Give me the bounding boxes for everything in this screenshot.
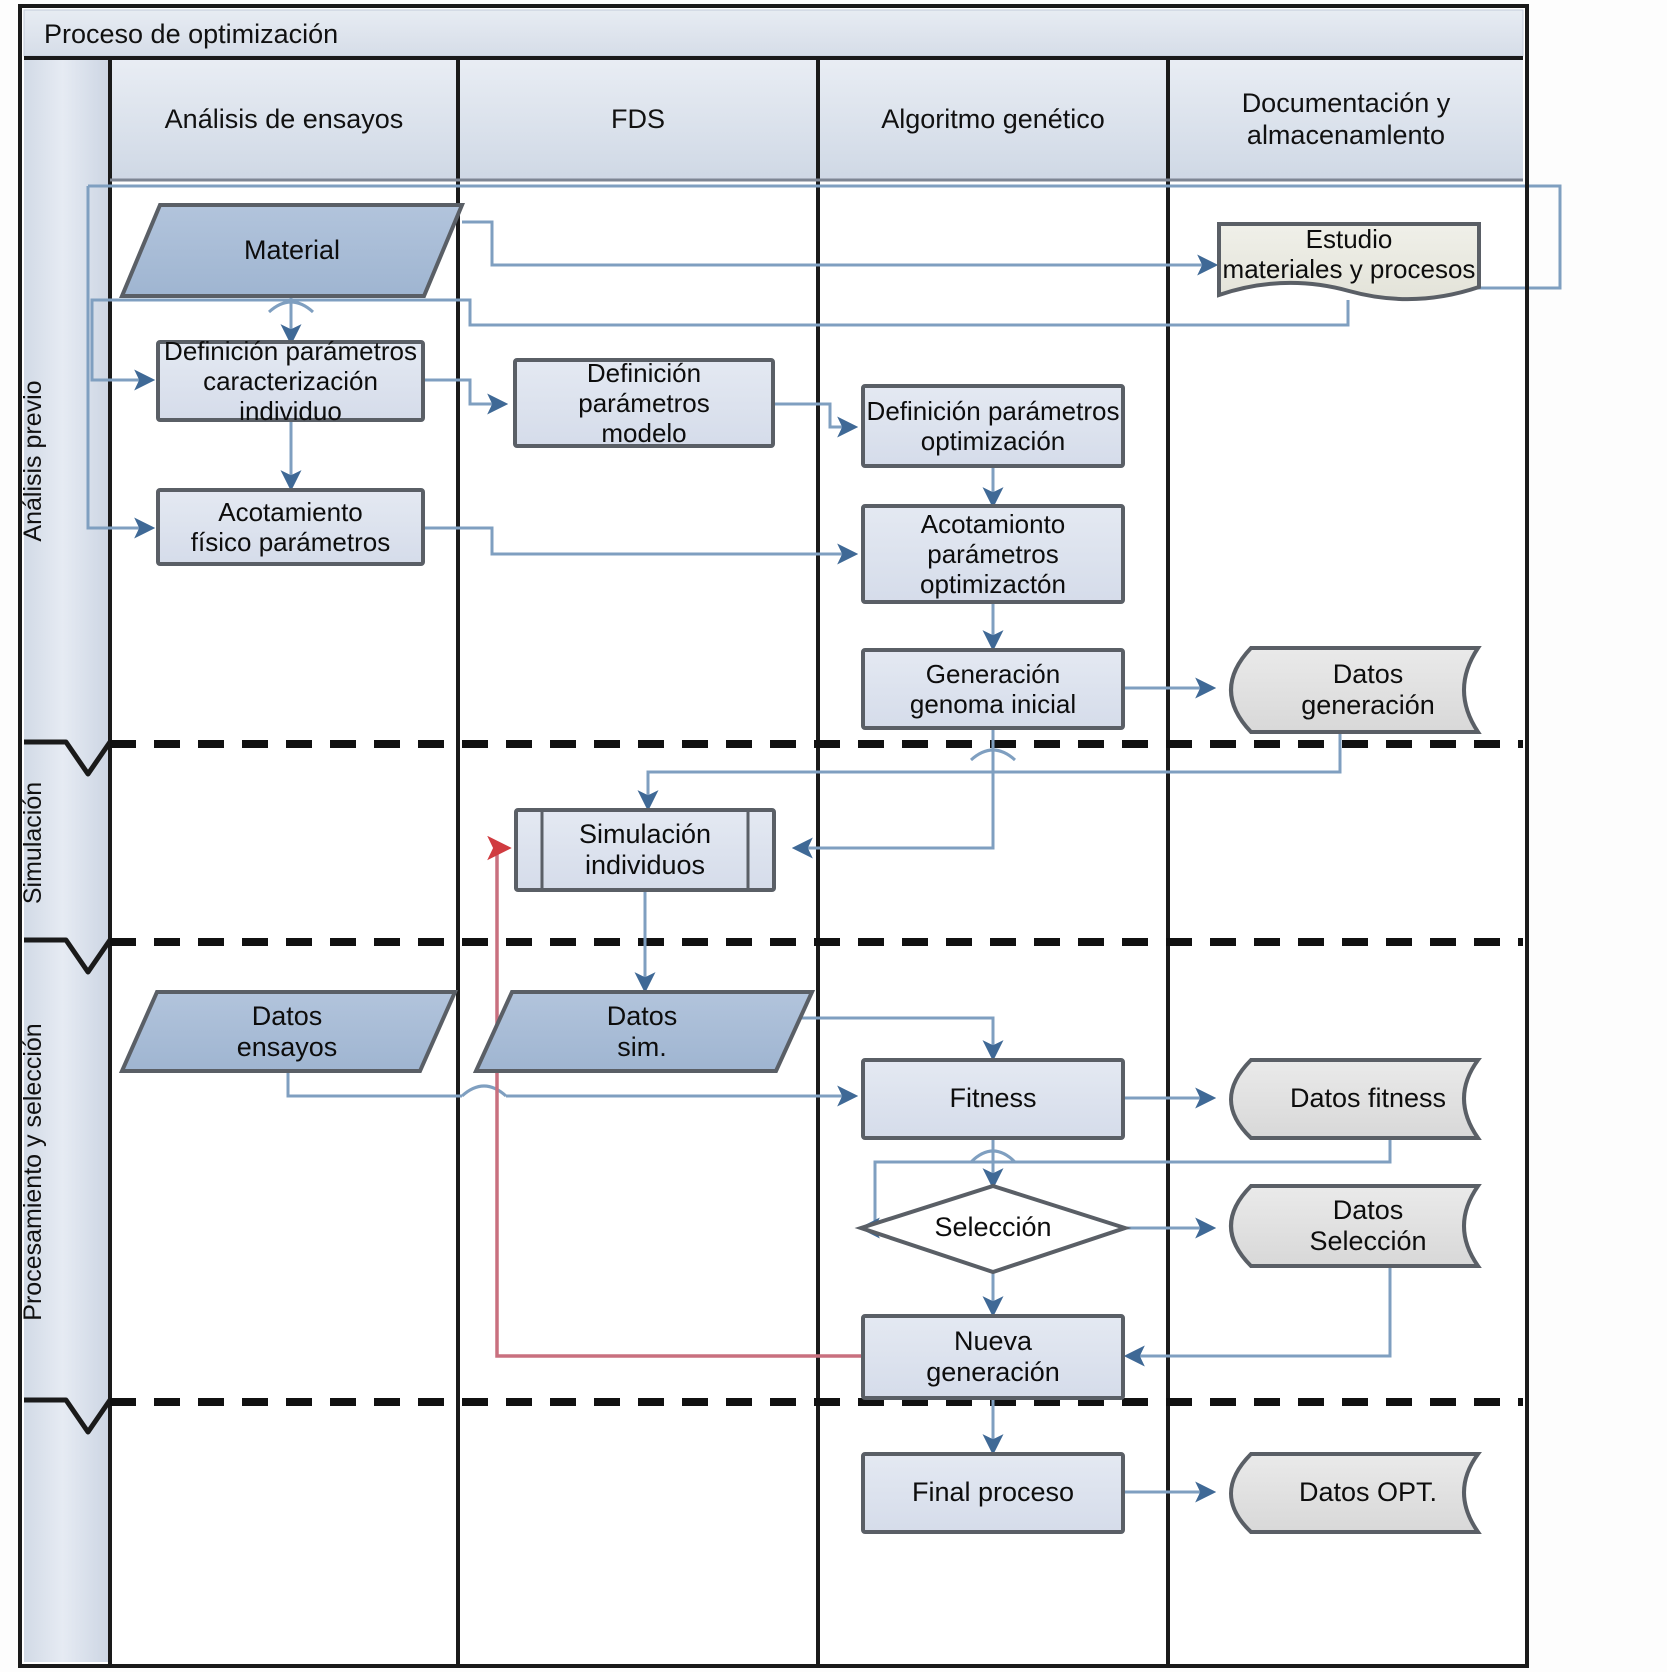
edge-definicion-to-modelo <box>423 378 509 415</box>
phase-column-background <box>24 58 110 1662</box>
pool-outer-frame-top <box>18 4 1529 1668</box>
lane-title-documentacion-almacenamiento: Documentación y almacenamlento <box>1241 87 1451 150</box>
node-final-proceso-shape <box>861 1452 1125 1534</box>
node-estudio-materiales-shape <box>1217 222 1481 302</box>
node-datos-generacion-shape <box>1229 646 1482 734</box>
phase-title-analisis-previo: Análisis previo <box>18 380 47 542</box>
node-datos-opt-shape <box>1229 1452 1482 1534</box>
phase-title-simulacion: Simulación <box>18 781 47 905</box>
edge-generacion-bridge <box>969 748 1017 762</box>
edge-estudio-to-definicion <box>90 298 1350 391</box>
lane-title-fds: FDS <box>611 103 665 134</box>
node-acotamiento-fisico-shape <box>156 488 425 566</box>
edge-acotamiento-to-acotamionto <box>423 526 859 565</box>
edge-material-to-estudio <box>462 220 1219 276</box>
edge-modelo-to-optimizacion <box>775 402 859 438</box>
edge-fitness-bridge <box>969 1149 1017 1164</box>
edge-datosensayos-bridge <box>460 1084 508 1098</box>
node-definicion-modelo-shape <box>513 358 775 448</box>
edge-generacion-to-sim <box>791 760 995 859</box>
node-definicion-caracterizacion-shape <box>156 340 425 422</box>
node-fitness-shape <box>861 1058 1125 1140</box>
node-datos-seleccion-shape <box>1229 1184 1482 1268</box>
edge-datosensayos-to-fitness <box>286 1070 462 1098</box>
node-datos-ensayos-shape <box>118 990 459 1073</box>
node-nueva-generacion-shape <box>861 1314 1125 1400</box>
phase-chevron-1 <box>24 739 113 777</box>
pool-header-band <box>23 9 1524 57</box>
edge-material-down-bridge <box>267 300 315 314</box>
lane-title-analisis-de-ensayos: Análisis de ensayos <box>164 103 404 134</box>
edge-datossim-to-fitness <box>800 1016 1004 1062</box>
edge-rail-to-acotamiento-fisico <box>86 186 156 539</box>
node-generacion-genoma-shape <box>861 648 1125 730</box>
node-acotamionto-optimizacton-shape <box>861 504 1125 604</box>
node-material-shape <box>118 203 466 298</box>
node-simulacion-individuos-shape <box>514 808 776 892</box>
phase-chevron-2 <box>24 937 113 975</box>
edge-datosseleccion-to-nueva <box>1123 1262 1392 1367</box>
phase-title-procesamiento-y-seleccion: Procesamiento y selección <box>18 1023 47 1321</box>
node-seleccion-shape <box>854 1183 1132 1275</box>
pool-title: Proceso de optimización <box>44 18 339 49</box>
phase-chevron-3 <box>24 1397 113 1435</box>
lane-title-algoritmo-genetico: Algoritmo genético <box>881 103 1105 134</box>
node-datos-sim-shape <box>472 990 816 1073</box>
node-datos-fitness-shape <box>1229 1058 1482 1140</box>
edge-feedback-nueva-to-simulacion <box>487 835 862 1358</box>
node-definicion-optimizacion-shape <box>861 384 1125 468</box>
